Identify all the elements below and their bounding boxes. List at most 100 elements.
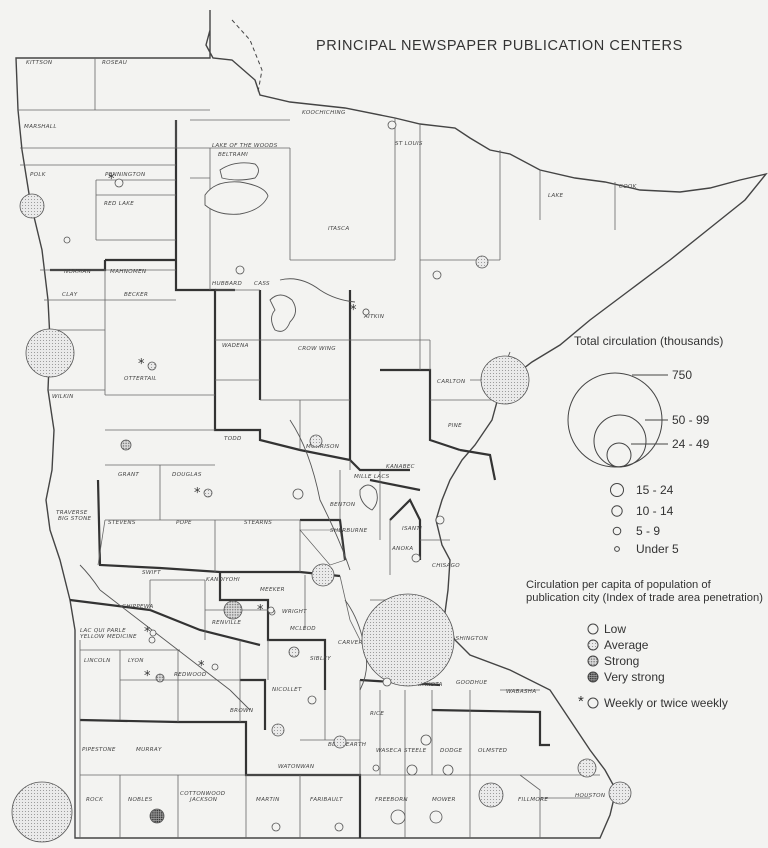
legend-size-24-49: 24 - 49 — [672, 437, 710, 451]
county-label-rice: RICE — [370, 711, 384, 717]
county-label-lac-qui-parle: LAC QUI PARLE — [80, 628, 126, 634]
legend-size-small-circles — [610, 483, 624, 552]
county-label-red-lake: RED LAKE — [104, 201, 134, 207]
county-label-yellow-medicine: YELLOW MEDICINE — [80, 634, 137, 640]
svg-text:*: * — [257, 603, 264, 618]
circle-kandiyohi — [223, 600, 243, 620]
svg-text:*: * — [108, 172, 115, 187]
legend-index-swatches — [587, 623, 599, 683]
county-label-wabasha: WABASHA — [506, 689, 536, 695]
legend-size-50-99: 50 - 99 — [672, 413, 710, 427]
county-label-swift: SWIFT — [142, 570, 161, 576]
circle-rock-county — [11, 781, 73, 843]
county-label-big-stone: BIG STONE — [58, 516, 92, 522]
circle-houston — [608, 781, 632, 805]
county-label-itasca: ITASCA — [328, 226, 349, 232]
circle-winona — [577, 758, 597, 778]
county-label-goodhue: GOODHUE — [456, 680, 488, 686]
county-label-lyon: LYON — [128, 658, 144, 664]
county-label-norman: NORMAN — [64, 269, 92, 275]
county-label-isanti: ISANTI — [402, 526, 422, 532]
county-label-rock: ROCK — [86, 797, 104, 803]
county-label-steele: STEELE — [404, 748, 427, 754]
county-label-beltrami: BELTRAMI — [218, 152, 248, 158]
county-label-fillmore: FILLMORE — [518, 797, 548, 803]
county-label-pennington: PENNINGTON — [105, 172, 146, 178]
circle-polk — [19, 193, 45, 219]
county-label-cottonwood: COTTONWOOD — [180, 791, 226, 797]
county-label-renville: RENVILLE — [212, 620, 241, 626]
county-label-morrison: MORRISON — [306, 444, 340, 450]
county-label-lincoln: LINCOLN — [84, 658, 111, 664]
county-label-anoka: ANOKA — [391, 546, 413, 552]
county-label-watonwan: WATONWAN — [278, 764, 315, 770]
weekly-markers: * * * * * * * * — [108, 172, 357, 684]
circulation-circles — [11, 120, 632, 843]
county-label-jackson: JACKSON — [189, 797, 218, 803]
county-label-st-louis: ST LOUIS — [395, 141, 423, 147]
county-label-douglas: DOUGLAS — [172, 472, 202, 478]
legend-weekly-circle — [587, 697, 599, 709]
legend-size-nested-circles — [567, 372, 668, 468]
legend-size-10-14: 10 - 14 — [636, 504, 674, 518]
circle-duluth — [480, 355, 530, 405]
circle-stearns — [311, 563, 335, 587]
county-label-waseca: WASECA — [376, 748, 402, 754]
county-label-redwood: REDWOOD — [174, 672, 207, 678]
county-label-lake-of-the-woods: LAKE OF THE WOODS — [212, 143, 278, 149]
county-label-lake: LAKE — [548, 193, 564, 199]
svg-text:*: * — [194, 486, 201, 501]
county-label-kandiyohi: KANDIYOHI — [206, 577, 240, 583]
lakes — [204, 162, 378, 566]
county-label-houston: HOUSTON — [575, 793, 606, 799]
legend-size-750: 750 — [672, 368, 693, 382]
rivers — [79, 278, 511, 711]
county-label-kanabec: KANABEC — [386, 464, 415, 470]
svg-text:*: * — [198, 659, 205, 674]
county-label-sherburne: SHERBURNE — [330, 528, 368, 534]
county-label-benton: BENTON — [330, 502, 356, 508]
county-label-clay: CLAY — [62, 292, 78, 298]
legend-weekly-asterisk: * — [578, 693, 584, 710]
county-label-hubbard: HUBBARD — [212, 281, 242, 287]
legend-index-strong: Strong — [604, 654, 640, 668]
county-label-mcleod: MCLEOD — [290, 626, 316, 632]
county-label-todd: TODD — [224, 436, 242, 442]
county-label-roseau: ROSEAU — [102, 60, 127, 66]
county-label-koochiching: KOOCHICHING — [302, 110, 346, 116]
county-label-chippewa: CHIPPEWA — [122, 604, 154, 610]
county-label-carver: CARVER — [338, 640, 363, 646]
county-label-mille-lacs: MILLE LACS — [354, 474, 390, 480]
county-label-cook: COOK — [619, 184, 638, 190]
county-label-blue-earth: BLUE EARTH — [328, 742, 367, 748]
weekly-marker-circles — [148, 308, 370, 644]
county-label-freeborn: FREEBORN — [375, 797, 408, 803]
legend-size-under-5: Under 5 — [636, 542, 679, 556]
county-label-dakota: DAKOTA — [418, 682, 443, 688]
county-label-polk: POLK — [30, 172, 47, 178]
county-label-mower: MOWER — [432, 797, 456, 803]
county-label-aitkin: AITKIN — [363, 314, 385, 320]
circle-moorhead — [25, 328, 75, 378]
svg-text:*: * — [144, 669, 151, 684]
county-label-nobles: NOBLES — [128, 797, 153, 803]
county-label-faribault: FARIBAULT — [310, 797, 343, 803]
county-label-dodge: DODGE — [440, 748, 463, 754]
county-label-washington: WASHINGTON — [446, 636, 489, 642]
svg-text:*: * — [144, 625, 151, 640]
county-label-meeker: MEEKER — [260, 587, 285, 593]
county-label-stearns: STEARNS — [244, 520, 272, 526]
legend-size-5-9: 5 - 9 — [636, 524, 661, 538]
circle-minneapolis-stpaul — [361, 593, 455, 687]
legend-index-title: Circulation per capita of population of … — [526, 579, 763, 604]
county-label-carlton: CARLTON — [437, 379, 466, 385]
county-label-wright: WRIGHT — [282, 609, 307, 615]
county-label-murray: MURRAY — [136, 747, 162, 753]
svg-text:*: * — [350, 303, 357, 318]
legend-index-average: Average — [604, 638, 649, 652]
county-label-sibley: SIBLEY — [310, 656, 331, 662]
county-label-wadena: WADENA — [222, 343, 249, 349]
